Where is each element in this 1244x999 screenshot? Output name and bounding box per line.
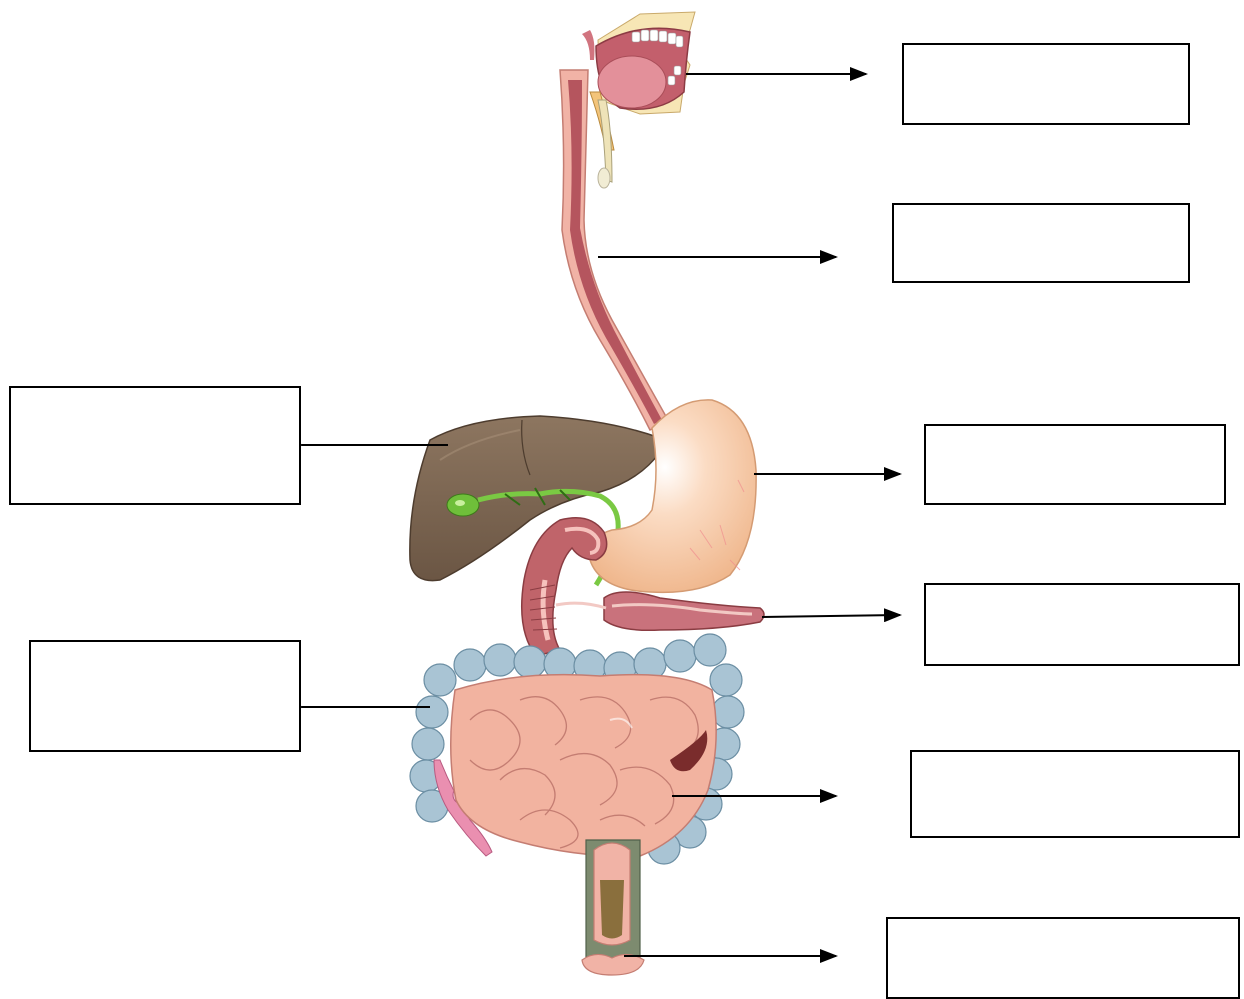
label-box-rectum[interactable]: [886, 917, 1240, 999]
pancreas-organ: [556, 592, 764, 630]
rectum-organ: [582, 840, 644, 975]
label-box-pancreas[interactable]: [924, 583, 1240, 666]
label-box-large-intestine[interactable]: [29, 640, 301, 752]
label-box-esophagus[interactable]: [892, 203, 1190, 283]
label-box-small-intestine[interactable]: [910, 750, 1240, 838]
duodenum-organ: [522, 518, 607, 656]
arrow-pancreas: [762, 615, 900, 617]
mouth-organ: [582, 12, 695, 188]
label-box-mouth[interactable]: [902, 43, 1190, 125]
esophagus-organ: [560, 70, 668, 430]
label-box-stomach[interactable]: [924, 424, 1226, 505]
small-intestine-organ: [451, 675, 716, 857]
label-box-liver[interactable]: [9, 386, 301, 505]
